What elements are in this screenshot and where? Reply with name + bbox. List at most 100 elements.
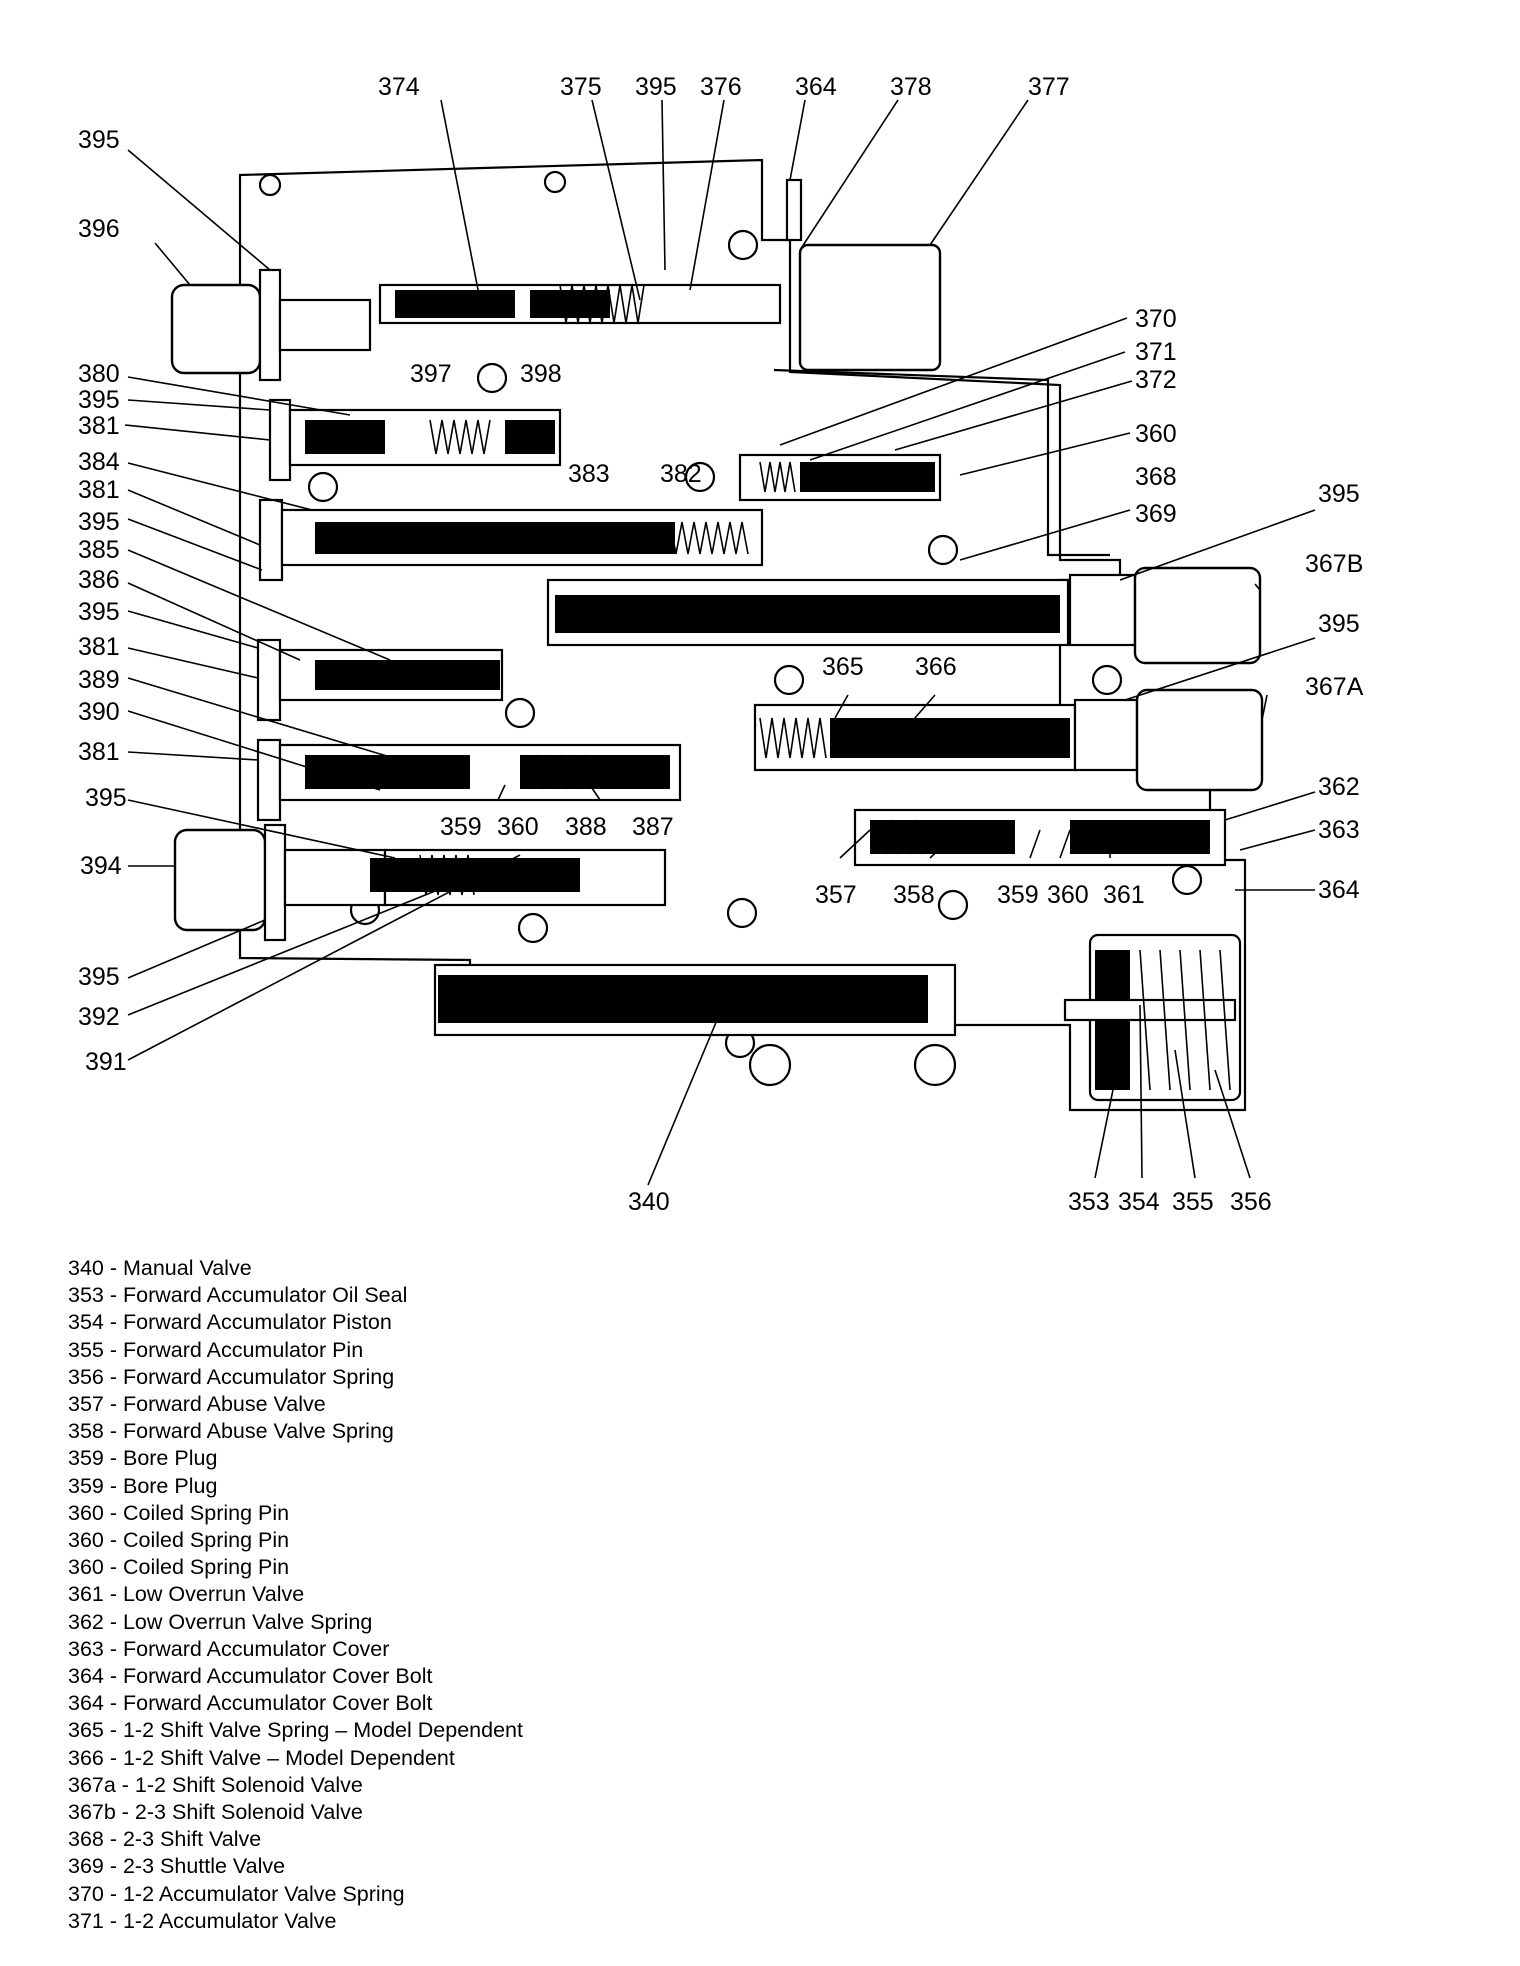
legend-item: 356 - Forward Accumulator Spring xyxy=(68,1364,395,1389)
legend-item: 360 - Coiled Spring Pin xyxy=(68,1528,290,1553)
callout-368: 368 xyxy=(1135,463,1177,491)
callout-382: 382 xyxy=(660,460,702,488)
callout-labels: 374 375 395 376 364 378 377 395 396 370 … xyxy=(78,73,1364,1216)
legend-item: 367a - 1-2 Shift Solenoid Valve xyxy=(68,1772,363,1797)
legend-item: 359 - Bore Plug xyxy=(68,1446,218,1471)
legend-item: 371 - 1-2 Accumulator Valve xyxy=(68,1908,337,1933)
valve-body-inner-edge xyxy=(773,368,1110,557)
legend-item: 355 - Forward Accumulator Pin xyxy=(68,1337,364,1362)
legend-item: 354 - Forward Accumulator Piston xyxy=(68,1310,392,1335)
callout-359-b: 359 xyxy=(997,881,1039,909)
callout-395-e: 395 xyxy=(85,784,127,812)
legend-item: 364 - Forward Accumulator Cover Bolt xyxy=(68,1664,433,1689)
legend-item: 368 - 2-3 Shift Valve xyxy=(68,1827,262,1852)
callout-384: 384 xyxy=(78,448,120,476)
callout-374: 374 xyxy=(378,73,420,101)
callout-397: 397 xyxy=(410,360,452,388)
callout-381-c: 381 xyxy=(78,633,120,661)
legend-item: 367b - 2-3 Shift Solenoid Valve xyxy=(68,1800,363,1825)
valve-380-398 xyxy=(268,398,562,482)
callout-395-r2: 395 xyxy=(1318,610,1360,638)
legend-item: 360 - Coiled Spring Pin xyxy=(68,1500,290,1525)
callout-398: 398 xyxy=(520,360,562,388)
callout-395-b: 395 xyxy=(78,386,120,414)
callout-391: 391 xyxy=(85,1048,127,1076)
callout-392: 392 xyxy=(78,1003,120,1031)
callout-388: 388 xyxy=(565,813,607,841)
solenoid-367a xyxy=(1073,688,1264,792)
callout-378: 378 xyxy=(890,73,932,101)
callout-360-c: 360 xyxy=(1047,881,1089,909)
callout-361: 361 xyxy=(1103,881,1145,909)
callout-357: 357 xyxy=(815,881,857,909)
callout-355: 355 xyxy=(1172,1188,1214,1216)
callout-367b: 367B xyxy=(1305,550,1363,578)
callout-365: 365 xyxy=(822,653,864,681)
valve-391-392 xyxy=(370,848,667,907)
legend-item: 358 - Forward Abuse Valve Spring xyxy=(68,1419,394,1444)
callout-372: 372 xyxy=(1135,366,1177,394)
callout-395-f: 395 xyxy=(78,963,120,991)
callout-367a: 367A xyxy=(1305,673,1364,701)
callout-385: 385 xyxy=(78,536,120,564)
valve-370-372 xyxy=(738,453,942,502)
valve-368-369 xyxy=(546,578,1070,647)
parts-legend: 340 - Manual Valve 353 - Forward Accumul… xyxy=(68,1255,968,1935)
callout-359-a: 359 xyxy=(440,813,482,841)
callout-358: 358 xyxy=(893,881,935,909)
callout-340: 340 xyxy=(628,1188,670,1216)
solenoid-396 xyxy=(170,268,372,382)
callout-389: 389 xyxy=(78,666,120,694)
valve-body-diagram: 374 375 395 376 364 378 377 395 396 370 … xyxy=(78,73,1364,1216)
callout-383: 383 xyxy=(568,460,610,488)
callout-380: 380 xyxy=(78,360,120,388)
valve-357-361 xyxy=(853,808,1227,867)
callout-364-top: 364 xyxy=(795,73,837,101)
callout-360-b: 360 xyxy=(497,813,539,841)
legend-item: 340 - Manual Valve xyxy=(68,1256,252,1280)
callout-381-b: 381 xyxy=(78,476,120,504)
legend-item: 360 - Coiled Spring Pin xyxy=(68,1555,290,1580)
forward-accumulator xyxy=(1063,933,1242,1102)
callout-381-a: 381 xyxy=(78,412,120,440)
callout-387: 387 xyxy=(632,813,674,841)
callout-395-r1: 395 xyxy=(1318,480,1360,508)
callout-395-c: 395 xyxy=(78,508,120,536)
callout-353: 353 xyxy=(1068,1188,1110,1216)
callout-396: 396 xyxy=(78,215,120,243)
legend-item: 353 - Forward Accumulator Oil Seal xyxy=(68,1283,408,1308)
callout-362: 362 xyxy=(1318,773,1360,801)
callout-395-d: 395 xyxy=(78,598,120,626)
legend-item: 361 - Low Overrun Valve xyxy=(68,1582,305,1607)
body-holes xyxy=(258,170,1203,1087)
callout-371: 371 xyxy=(1135,338,1177,366)
callout-356: 356 xyxy=(1230,1188,1272,1216)
callout-395-top: 395 xyxy=(635,73,677,101)
callout-360-a: 360 xyxy=(1135,420,1177,448)
callout-381-d: 381 xyxy=(78,738,120,766)
solenoid-367b xyxy=(1068,566,1262,665)
legend-item: 359 - Bore Plug xyxy=(68,1473,218,1498)
legend-item: 369 - 2-3 Shuttle Valve xyxy=(68,1854,286,1879)
callout-369: 369 xyxy=(1135,500,1177,528)
valve-365-366 xyxy=(753,703,1077,772)
callout-377: 377 xyxy=(1028,73,1070,101)
callout-363: 363 xyxy=(1318,816,1360,844)
callout-394: 394 xyxy=(80,852,122,880)
solenoid-377 xyxy=(785,178,942,372)
solenoid-394 xyxy=(173,823,387,942)
callout-366: 366 xyxy=(915,653,957,681)
leader-lines xyxy=(124,99,1316,1186)
valve-385-386 xyxy=(256,638,504,722)
legend-item: 363 - Forward Accumulator Cover xyxy=(68,1636,390,1661)
manual-valve-340 xyxy=(433,963,957,1037)
valve-387-390 xyxy=(256,738,682,822)
valve-382-384 xyxy=(258,498,764,582)
callout-354: 354 xyxy=(1118,1188,1160,1216)
legend-item: 366 - 1-2 Shift Valve – Model Dependent xyxy=(68,1745,455,1770)
callout-386: 386 xyxy=(78,566,120,594)
callout-375: 375 xyxy=(560,73,602,101)
callout-370: 370 xyxy=(1135,305,1177,333)
callout-390: 390 xyxy=(78,698,120,726)
valve-374-376 xyxy=(378,283,782,325)
